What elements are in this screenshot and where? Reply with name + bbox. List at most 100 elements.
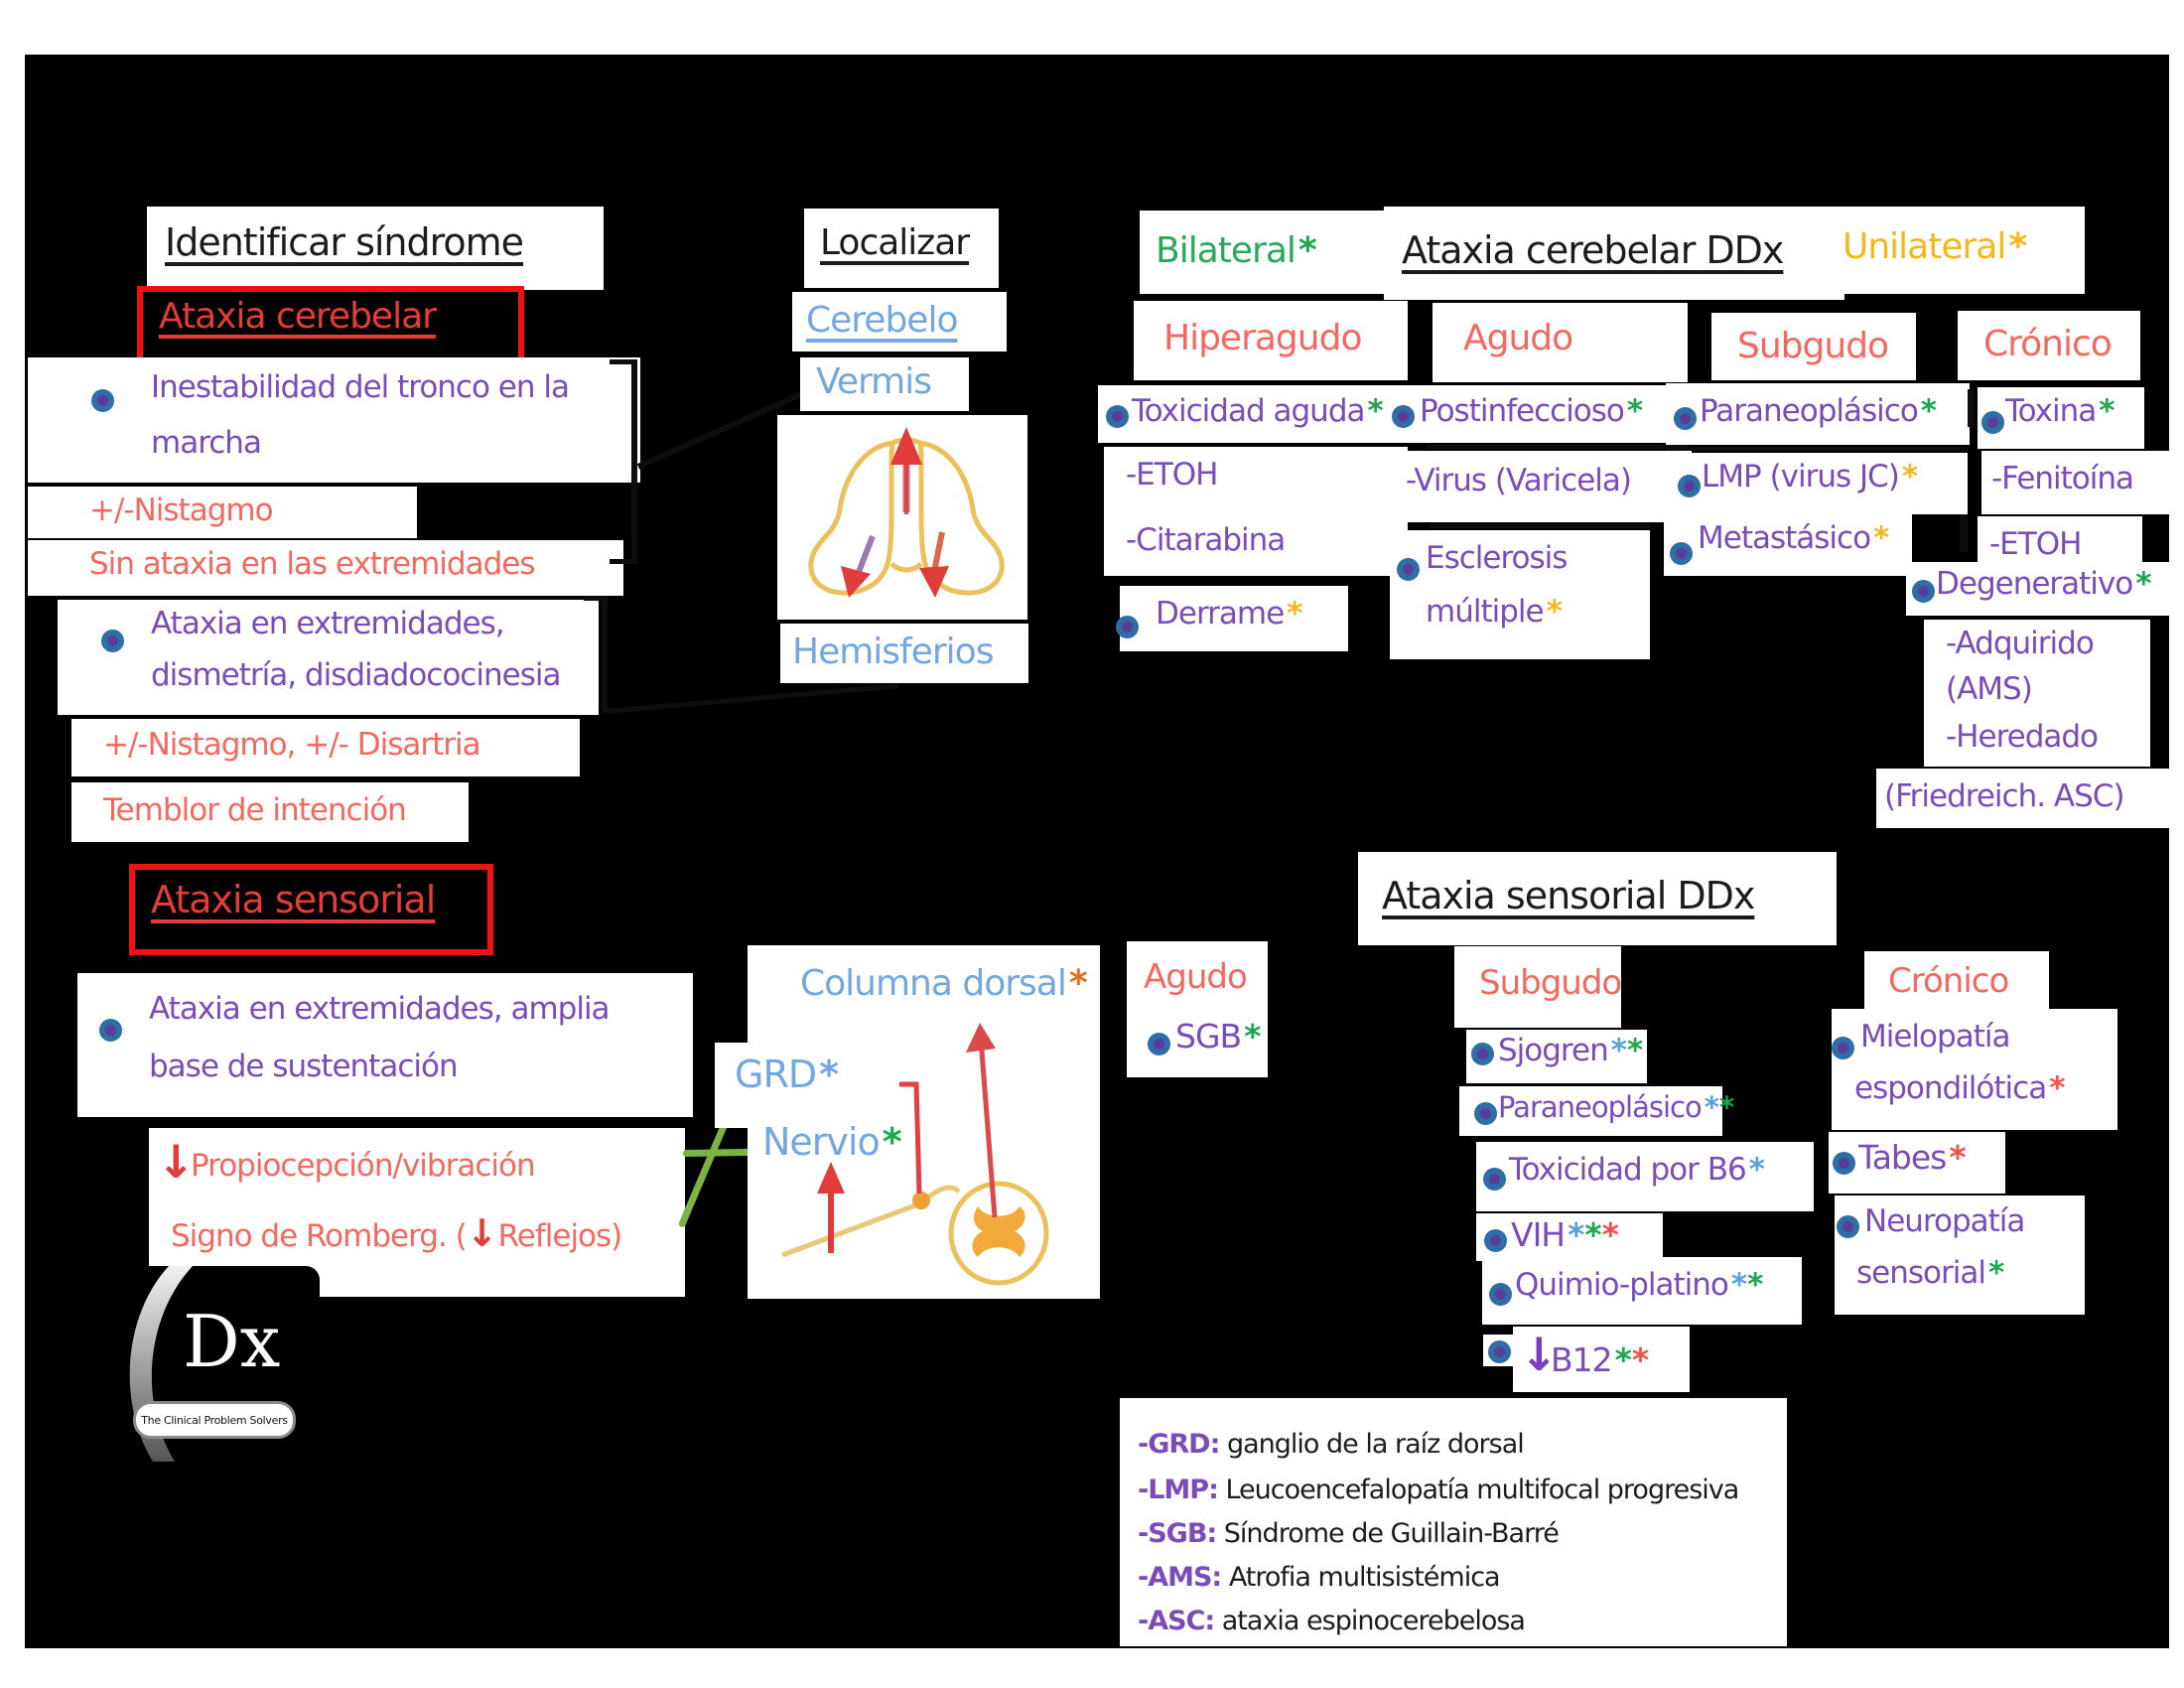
asterisk-icon: * bbox=[1718, 1090, 1735, 1124]
bullet-icon bbox=[1484, 1229, 1507, 1252]
cerebellar-feature-box-4 bbox=[58, 600, 599, 715]
item-ms-2: múltiple* bbox=[1426, 594, 1563, 630]
legend-box bbox=[1120, 1398, 1787, 1646]
ddx-sensory-title: Ataxia sensorial DDx bbox=[1382, 874, 1755, 917]
bullet-icon bbox=[101, 630, 124, 652]
bilateral-box bbox=[1140, 211, 1392, 294]
item-box bbox=[1386, 385, 1688, 443]
ddx-cerebellar-title: Ataxia cerebelar DDx bbox=[1402, 228, 1784, 272]
item-toxin: Toxina* bbox=[2005, 393, 2116, 429]
dorsal-column-label: Columna dorsal* bbox=[800, 963, 1088, 1004]
column-header-hyperacute: Hiperagudo bbox=[1163, 318, 1362, 358]
down-arrow-icon: ↓ bbox=[157, 1135, 196, 1189]
column-header-sensory-acute: Agudo bbox=[1144, 957, 1248, 997]
item-box bbox=[1981, 451, 2176, 514]
asterisk-icon: * bbox=[2099, 393, 2116, 429]
item-box bbox=[1924, 620, 2150, 767]
bullet-icon bbox=[91, 389, 114, 412]
asterisk-icon: * bbox=[1626, 393, 1644, 429]
asterisk-icon: * bbox=[2049, 1070, 2066, 1106]
asterisk-icon: * bbox=[1631, 1340, 1650, 1379]
item-box bbox=[1832, 1009, 2117, 1130]
bullet-icon bbox=[1483, 1168, 1506, 1191]
header-box-acute bbox=[1433, 303, 1688, 382]
column-header-sensory-subacute: Subgudo bbox=[1479, 963, 1622, 1003]
asterisk-icon: * bbox=[1748, 1152, 1765, 1188]
bullet-icon bbox=[1678, 475, 1701, 497]
asterisk-icon: * bbox=[1949, 1138, 1967, 1177]
column-header-sensory-chronic: Crónico bbox=[1888, 961, 2009, 1001]
header-box-hyperacute bbox=[1134, 301, 1408, 380]
asterisk-icon: * bbox=[1901, 459, 1919, 494]
item-box bbox=[1906, 562, 2169, 616]
bullet-icon bbox=[1489, 1283, 1512, 1306]
asterisk-icon: * bbox=[1546, 594, 1563, 630]
vermis-label-box bbox=[800, 357, 969, 411]
cerebellar-feature-limb-2: dismetría, disdiadococinesia bbox=[151, 657, 561, 693]
tick-mark bbox=[1968, 389, 1975, 427]
vermis-label: Vermis bbox=[816, 361, 932, 402]
item-gbs: SGB* bbox=[1175, 1017, 1262, 1055]
item-box bbox=[1459, 1086, 1722, 1136]
item-box bbox=[1978, 387, 2144, 449]
cerebellar-feature-box-5 bbox=[71, 719, 580, 776]
asterisk-icon: * bbox=[1244, 1017, 1262, 1055]
hemispheres-label-box bbox=[780, 624, 1028, 683]
item-paraneoplastic: Paraneoplásico* bbox=[1700, 393, 1938, 429]
cerebellum-label: Cerebelo bbox=[806, 300, 958, 341]
item-postinfectious: Postinfeccioso* bbox=[1420, 393, 1644, 429]
asterisk-icon: * bbox=[1987, 1255, 2005, 1291]
bullet-icon bbox=[1837, 1215, 1859, 1238]
cerebellar-feature-nystagmus: +/-Nistagmo bbox=[89, 492, 274, 528]
legend-item: -ASC: ataxia espinocerebelosa bbox=[1138, 1606, 1526, 1636]
item-sensory-paraneoplastic: Paraneoplásico** bbox=[1498, 1090, 1735, 1124]
item-phenytoin: -Fenitoína bbox=[1991, 461, 2134, 496]
hemispheres-label: Hemisferios bbox=[792, 632, 994, 672]
legend-item: -LMP: Leucoencefalopatía multifocal prog… bbox=[1138, 1475, 1739, 1505]
bracket-line bbox=[602, 596, 608, 713]
item-box bbox=[1098, 385, 1410, 443]
item-b6-toxicity: Toxicidad por B6* bbox=[1509, 1152, 1765, 1188]
asterisk-icon: * bbox=[1730, 1267, 1748, 1303]
asterisk-icon: * bbox=[1610, 1033, 1627, 1068]
asterisk-icon: * bbox=[1568, 1215, 1585, 1254]
item-metastatic: Metastásico* bbox=[1698, 520, 1890, 556]
bullet-icon bbox=[1670, 542, 1693, 565]
item-box bbox=[1476, 1213, 1663, 1261]
asterisk-icon: * bbox=[1704, 1090, 1719, 1124]
grd-label: GRD* bbox=[735, 1053, 839, 1096]
bullet-icon bbox=[1674, 407, 1697, 430]
asterisk-icon: * bbox=[1626, 1033, 1644, 1068]
divider-line bbox=[1427, 445, 1688, 449]
column-header-subacute: Subgudo bbox=[1737, 326, 1889, 366]
asterisk-icon: * bbox=[1367, 393, 1384, 429]
bullet-icon bbox=[1488, 1340, 1511, 1363]
asterisk-icon: * bbox=[1584, 1215, 1602, 1254]
item-box bbox=[1674, 453, 1968, 514]
item-box bbox=[1664, 510, 1912, 576]
asterisk-icon: * bbox=[2008, 226, 2028, 267]
item-acquired: -Adquirido bbox=[1946, 626, 2095, 661]
item-etoh: -ETOH bbox=[1126, 457, 1218, 492]
item-friedreich: (Friedreich. ASC) bbox=[1884, 778, 2125, 814]
item-box bbox=[1482, 1257, 1802, 1325]
sensory-subacute-header-box bbox=[1454, 946, 1621, 1028]
cerebellar-feature-box-6 bbox=[71, 782, 469, 842]
bullet-icon bbox=[1392, 405, 1415, 428]
bracket-line bbox=[631, 359, 637, 564]
item-box bbox=[1666, 383, 1970, 445]
item-box bbox=[1120, 586, 1348, 651]
asterisk-icon: * bbox=[819, 1053, 839, 1096]
item-cytarabine: -Citarabina bbox=[1126, 522, 1286, 558]
item-box bbox=[1104, 447, 1408, 576]
item-box bbox=[1876, 769, 2169, 828]
asterisk-icon: * bbox=[882, 1120, 902, 1164]
cerebellar-feature-box-3 bbox=[28, 540, 623, 596]
divider-line bbox=[1666, 447, 1968, 451]
bullet-icon bbox=[1912, 580, 1935, 603]
item-box bbox=[1388, 451, 1692, 522]
cerebellar-feature-box-1 bbox=[28, 357, 640, 483]
item-hiv: VIH*** bbox=[1511, 1215, 1619, 1254]
down-arrow-icon: ↓ bbox=[1520, 1328, 1559, 1381]
